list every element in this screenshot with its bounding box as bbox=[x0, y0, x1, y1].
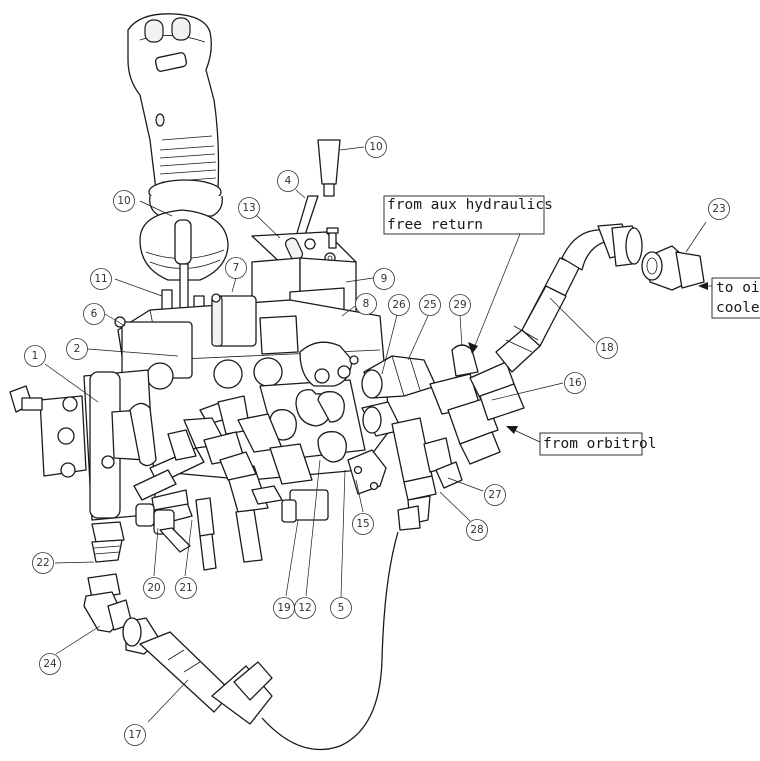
note-oil-cooler-line2: cooler bbox=[716, 300, 760, 316]
svg-text:29: 29 bbox=[453, 299, 466, 311]
balloon-29: 29 bbox=[449, 294, 471, 316]
svg-text:22: 22 bbox=[36, 557, 49, 569]
balloon-12: 12 bbox=[294, 597, 316, 619]
svg-text:26: 26 bbox=[392, 299, 406, 311]
balloon-25: 25 bbox=[419, 294, 441, 316]
fitting-23 bbox=[641, 245, 705, 291]
svg-text:5: 5 bbox=[338, 602, 345, 614]
balloon-11: 11 bbox=[90, 268, 112, 290]
hose-18 bbox=[495, 223, 643, 373]
balloon-10-lower: 10 bbox=[113, 190, 135, 212]
svg-text:19: 19 bbox=[277, 602, 290, 614]
svg-text:12: 12 bbox=[298, 602, 311, 614]
hose-bundle bbox=[133, 395, 313, 571]
svg-text:10: 10 bbox=[369, 141, 382, 153]
hose-17 bbox=[139, 531, 399, 751]
balloon-1: 1 bbox=[24, 345, 46, 367]
svg-text:9: 9 bbox=[381, 273, 388, 285]
note-aux-line1: from aux hydraulics bbox=[387, 197, 553, 213]
part-balloons: 1 2 4 5 6 7 8 9 10 10 11 12 13 15 16 17 … bbox=[24, 136, 730, 746]
balloon-6: 6 bbox=[83, 303, 105, 325]
balloon-22: 22 bbox=[32, 552, 54, 574]
svg-text:18: 18 bbox=[600, 342, 613, 354]
svg-text:13: 13 bbox=[242, 202, 255, 214]
svg-text:10: 10 bbox=[117, 195, 130, 207]
balloon-27: 27 bbox=[484, 484, 506, 506]
svg-text:27: 27 bbox=[488, 489, 501, 501]
balloon-4: 4 bbox=[277, 170, 299, 192]
balloon-24: 24 bbox=[39, 653, 61, 675]
svg-text:16: 16 bbox=[568, 377, 582, 389]
balloon-5: 5 bbox=[330, 597, 352, 619]
svg-text:24: 24 bbox=[43, 658, 57, 670]
svg-text:7: 7 bbox=[233, 262, 240, 274]
note-orbitrol-text: from orbitrol bbox=[543, 436, 657, 452]
balloon-18: 18 bbox=[596, 337, 618, 359]
svg-text:23: 23 bbox=[712, 203, 725, 215]
balloon-13: 13 bbox=[238, 197, 260, 219]
balloon-9: 9 bbox=[373, 268, 395, 290]
balloon-8: 8 bbox=[355, 293, 377, 315]
note-oil-cooler: to oil cooler bbox=[698, 277, 760, 319]
svg-text:15: 15 bbox=[356, 518, 369, 530]
balloon-15: 15 bbox=[352, 513, 374, 535]
note-aux-line2: free return bbox=[387, 217, 483, 233]
joystick-assembly bbox=[127, 13, 229, 335]
balloon-21: 21 bbox=[175, 577, 197, 599]
balloon-17: 17 bbox=[124, 724, 146, 746]
svg-text:1: 1 bbox=[32, 350, 39, 362]
svg-text:28: 28 bbox=[470, 524, 483, 536]
bottom-fittings bbox=[83, 521, 161, 655]
svg-text:8: 8 bbox=[363, 298, 370, 310]
inlet-block bbox=[9, 369, 157, 521]
svg-text:6: 6 bbox=[91, 308, 98, 320]
right-fittings bbox=[299, 341, 525, 531]
balloon-20: 20 bbox=[143, 577, 165, 599]
leader-lines bbox=[44, 146, 707, 723]
svg-text:20: 20 bbox=[147, 582, 160, 594]
svg-text:25: 25 bbox=[423, 299, 436, 311]
balloon-7: 7 bbox=[225, 257, 247, 279]
note-oil-cooler-line1: to oil bbox=[716, 280, 760, 296]
svg-text:2: 2 bbox=[74, 343, 81, 355]
balloon-26: 26 bbox=[388, 294, 410, 316]
balloon-28: 28 bbox=[466, 519, 488, 541]
svg-text:11: 11 bbox=[94, 273, 107, 285]
balloon-19: 19 bbox=[273, 597, 295, 619]
balloon-23: 23 bbox=[708, 198, 730, 220]
svg-text:17: 17 bbox=[128, 729, 141, 741]
svg-text:21: 21 bbox=[179, 582, 192, 594]
svg-text:4: 4 bbox=[285, 175, 292, 187]
note-aux-return: from aux hydraulics free return bbox=[383, 195, 553, 354]
note-orbitrol: from orbitrol bbox=[506, 426, 657, 456]
balloon-2: 2 bbox=[66, 338, 88, 360]
balloon-10-upper: 10 bbox=[365, 136, 387, 158]
balloon-16: 16 bbox=[564, 372, 586, 394]
